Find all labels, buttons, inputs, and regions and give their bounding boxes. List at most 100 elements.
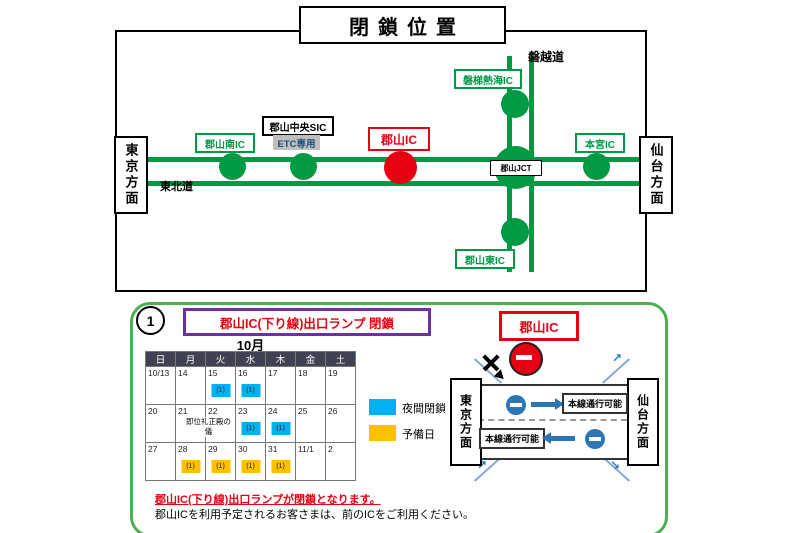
calendar-date: 31 xyxy=(268,444,278,454)
calendar-cell: 26 xyxy=(326,405,356,443)
lane-marker-icon xyxy=(585,429,605,449)
calendar-cell: 31 (1) xyxy=(266,443,296,481)
calendar-date: 10/13 xyxy=(148,368,170,378)
ramp-arrow-icon: ↗ xyxy=(612,351,623,365)
item-number-badge: 1 xyxy=(136,306,165,335)
calendar-day-header: 木 xyxy=(266,352,296,367)
sendai-direction-label: 仙台方面 xyxy=(639,136,673,214)
calendar-day-header: 水 xyxy=(236,352,266,367)
closure-panel-title: 郡山IC(下り線)出口ランプ 閉鎖 xyxy=(183,308,431,336)
etc-only-badge: ETC専用 xyxy=(273,135,320,150)
calendar-cell: 15 (1) xyxy=(206,367,236,405)
bandai-atami-ic-label: 磐梯熱海IC xyxy=(454,69,522,89)
night-closure-marker: (1) xyxy=(241,384,260,397)
koriyama-ic-label: 郡山IC xyxy=(368,127,430,151)
koriyama-jct-label: 郡山JCT xyxy=(490,160,542,176)
calendar-date: 30 xyxy=(238,444,248,454)
calendar-cell: 18 xyxy=(296,367,326,405)
reserve-day-marker: (1) xyxy=(211,460,230,473)
reserve-day-legend-label: 予備日 xyxy=(402,429,435,441)
closure-notice-text: 郡山IC(下り線)出口ランプが閉鎖となります。 xyxy=(155,494,381,506)
motomiya-ic-dot xyxy=(583,153,610,180)
calendar-date: 29 xyxy=(208,444,218,454)
tokyo-direction-label-diagram: 東京方面 xyxy=(450,378,482,466)
koriyama-higashi-ic-dot xyxy=(501,218,529,246)
tokyo-direction-label: 東京方面 xyxy=(114,136,148,214)
calendar-day-header: 土 xyxy=(326,352,356,367)
calendar-cell: 30 (1) xyxy=(236,443,266,481)
reserve-day-marker: (1) xyxy=(241,460,260,473)
calendar-date: 24 xyxy=(268,406,278,416)
calendar-date: 27 xyxy=(148,444,158,454)
calendar-cell: 17 xyxy=(266,367,296,405)
koriyama-ic-closed-dot xyxy=(384,151,417,184)
calendar-cell: 10/13 xyxy=(146,367,176,405)
banetsu-road-label: 磐越道 xyxy=(528,50,565,64)
main-line-open-label-bottom: 本線通行可能 xyxy=(479,428,545,449)
calendar-day-header: 金 xyxy=(296,352,326,367)
calendar-day-header: 日 xyxy=(146,352,176,367)
calendar-date: 15 xyxy=(208,368,218,378)
night-closure-marker: (1) xyxy=(241,422,260,435)
bandai-atami-ic-dot xyxy=(501,90,529,118)
tohoku-road-label: 東北道 xyxy=(160,181,193,193)
calendar-cell: 2 xyxy=(326,443,356,481)
koriyama-higashi-ic-label: 郡山東IC xyxy=(455,249,515,269)
calendar-date: 11/1 xyxy=(298,444,314,454)
reserve-day-legend-swatch xyxy=(369,425,396,441)
detour-advice-text: 郡山ICを利用予定されるお客さまは、前のICをご利用ください。 xyxy=(155,509,474,521)
calendar-date: 20 xyxy=(148,406,158,416)
koriyama-minami-ic-dot xyxy=(219,153,246,180)
lane-marker-icon xyxy=(506,395,526,415)
calendar-header-row: 日月火水木金土 xyxy=(146,352,356,367)
no-entry-sign-icon xyxy=(509,342,543,376)
calendar-date: 16 xyxy=(238,368,248,378)
calendar-month-label: 10月 xyxy=(236,338,265,353)
calendar-cell: 19 xyxy=(326,367,356,405)
calendar-day-header: 月 xyxy=(176,352,206,367)
holiday-note: 即位礼正殿の儀 xyxy=(183,417,234,437)
calendar-date: 28 xyxy=(178,444,188,454)
koriyama-ic-diagram-title: 郡山IC xyxy=(499,311,579,341)
motomiya-ic-label: 本宮IC xyxy=(575,133,625,153)
calendar-date: 25 xyxy=(298,406,308,416)
main-line-open-label-top: 本線通行可能 xyxy=(562,393,628,414)
calendar-cell: 24 (1) xyxy=(266,405,296,443)
closure-detail-panel xyxy=(130,302,668,533)
night-closure-marker: (1) xyxy=(211,384,230,397)
calendar-cell: 20 xyxy=(146,405,176,443)
night-closure-legend-label: 夜間閉鎖 xyxy=(402,403,446,415)
calendar-date: 19 xyxy=(328,368,338,378)
reserve-day-marker: (1) xyxy=(271,460,290,473)
calendar-cell: 25 xyxy=(296,405,326,443)
calendar-cell: 28 (1) xyxy=(176,443,206,481)
ramp-arrow-icon: ↗ xyxy=(477,458,488,472)
calendar-date: 22 xyxy=(208,406,218,416)
calendar-date: 21 xyxy=(178,406,188,416)
night-closure-marker: (1) xyxy=(271,422,290,435)
calendar-cell: 27 xyxy=(146,443,176,481)
calendar-day-header: 火 xyxy=(206,352,236,367)
night-closure-legend-swatch xyxy=(369,399,396,415)
koriyama-chuo-sic-label: 郡山中央SIC xyxy=(262,116,334,136)
calendar-date: 2 xyxy=(328,444,333,454)
reserve-day-marker: (1) xyxy=(181,460,200,473)
calendar-date: 18 xyxy=(298,368,308,378)
calendar-date: 23 xyxy=(238,406,248,416)
map-title: 閉鎖位置 xyxy=(299,6,506,44)
koriyama-chuo-sic-dot xyxy=(290,153,317,180)
calendar-date: 26 xyxy=(328,406,338,416)
ramp-arrow-icon: ↘ xyxy=(610,458,621,472)
calendar-cell: 23 (1) xyxy=(236,405,266,443)
lane-divider-line xyxy=(478,419,627,421)
koriyama-minami-ic-label: 郡山南IC xyxy=(195,133,255,153)
sendai-direction-label-diagram: 仙台方面 xyxy=(627,378,659,466)
calendar-cell: 16 (1) xyxy=(236,367,266,405)
flow-arrow-right-icon xyxy=(531,398,564,410)
calendar-cell: 14 xyxy=(176,367,206,405)
calendar-date: 14 xyxy=(178,368,188,378)
